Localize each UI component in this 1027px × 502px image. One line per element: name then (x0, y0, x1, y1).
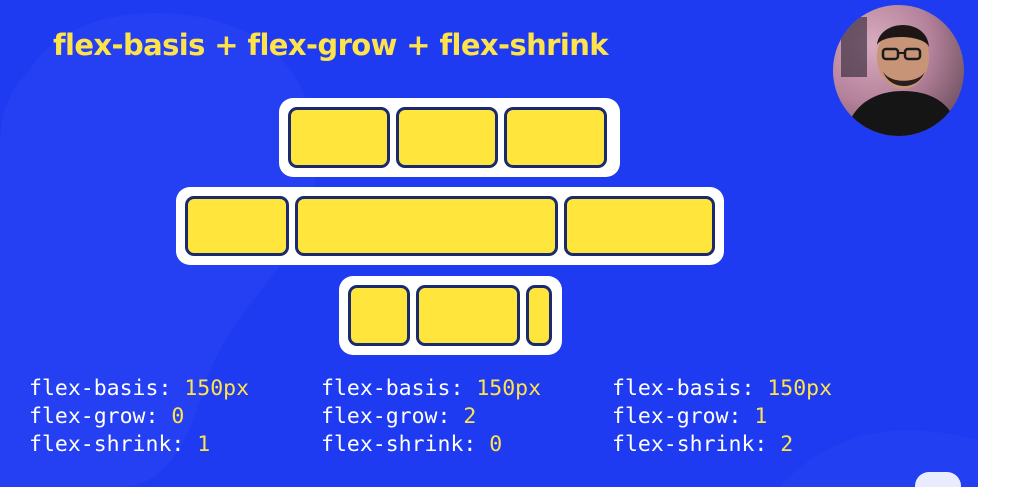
flex-item-box (416, 285, 520, 346)
flex-item-box (526, 285, 552, 346)
flex-item-box (185, 196, 289, 256)
property-value: 2 (780, 432, 794, 457)
property-value: 0 (171, 404, 185, 429)
property-label: flex-basis: (29, 376, 185, 401)
flex-basis-line: flex-basis: 150px (612, 375, 832, 403)
flex-item-box (396, 107, 498, 168)
property-label: flex-basis: (321, 376, 477, 401)
presenter-silhouette-icon (833, 5, 964, 136)
flex-item-box (564, 196, 715, 256)
slide-title: flex-basis + flex-grow + flex-shrink (53, 28, 609, 62)
property-value: 150px (476, 376, 542, 401)
property-label: flex-grow: (612, 404, 755, 429)
flex-shrink-line: flex-shrink: 1 (29, 431, 249, 459)
flex-grow-line: flex-grow: 2 (321, 403, 541, 431)
property-value: 2 (463, 404, 477, 429)
flex-shrink-line: flex-shrink: 0 (321, 431, 541, 459)
code-block-column-2: flex-basis: 150px flex-grow: 2 flex-shri… (321, 375, 541, 459)
property-label: flex-basis: (612, 376, 768, 401)
presenter-webcam-avatar (833, 5, 964, 136)
property-label: flex-grow: (321, 404, 464, 429)
property-value: 0 (489, 432, 503, 457)
flex-demo-row-1 (279, 98, 620, 177)
property-label: flex-grow: (29, 404, 172, 429)
flex-demo-row-2 (176, 187, 724, 265)
property-label: flex-shrink: (612, 432, 781, 457)
code-block-column-1: flex-basis: 150px flex-grow: 0 flex-shri… (29, 375, 249, 459)
flex-grow-line: flex-grow: 0 (29, 403, 249, 431)
flex-basis-line: flex-basis: 150px (321, 375, 541, 403)
property-value: 1 (754, 404, 768, 429)
flex-item-box (295, 196, 558, 256)
slide: flex-basis + flex-grow + flex-shrink fle… (0, 0, 978, 487)
flex-basis-line: flex-basis: 150px (29, 375, 249, 403)
property-value: 1 (197, 432, 211, 457)
flex-item-box (348, 285, 410, 346)
property-label: flex-shrink: (29, 432, 198, 457)
property-label: flex-shrink: (321, 432, 490, 457)
flex-item-box (504, 107, 607, 168)
code-block-column-3: flex-basis: 150px flex-grow: 1 flex-shri… (612, 375, 832, 459)
flex-item-box (288, 107, 390, 168)
property-value: 150px (767, 376, 833, 401)
flex-grow-line: flex-grow: 1 (612, 403, 832, 431)
player-overlay-icon (915, 472, 961, 502)
flex-demo-row-3 (339, 276, 562, 355)
flex-shrink-line: flex-shrink: 2 (612, 431, 832, 459)
property-value: 150px (184, 376, 250, 401)
